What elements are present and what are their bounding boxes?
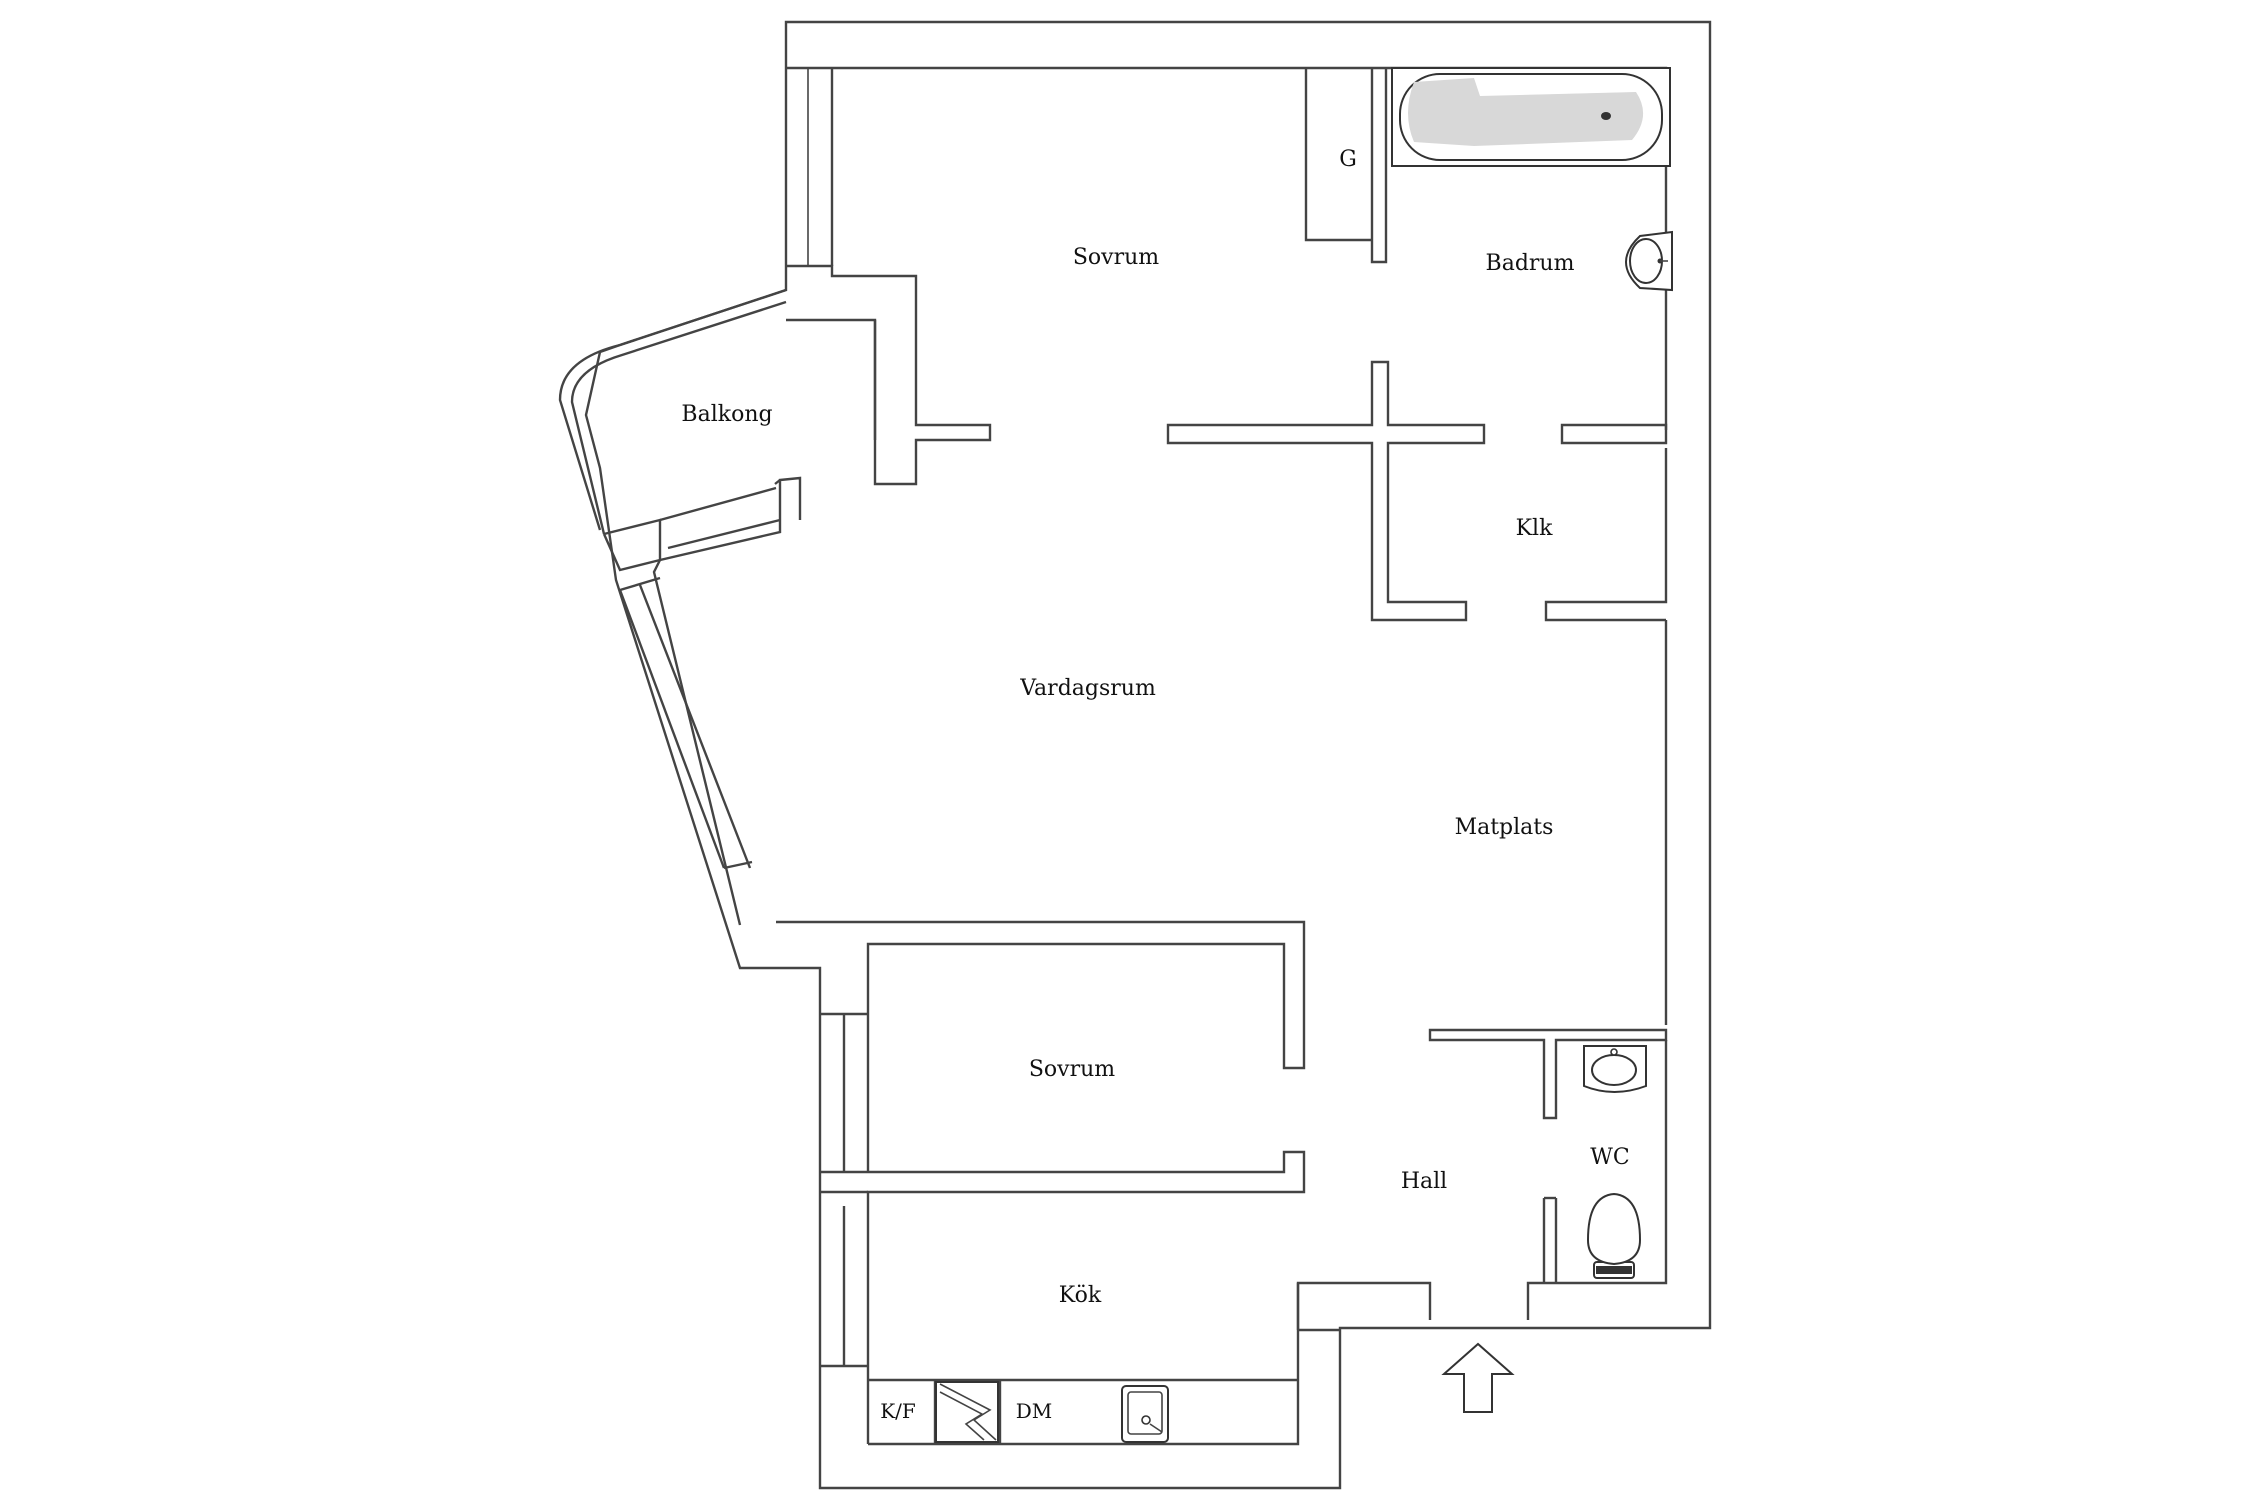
wc-washbasin-icon	[1583, 1045, 1647, 1093]
room-label-g: G	[1339, 147, 1357, 172]
room-label-klk: Klk	[1516, 516, 1553, 541]
room-label-matplats: Matplats	[1455, 815, 1554, 840]
room-labels: Sovrum G Badrum Balkong Klk Vardagsrum M…	[681, 147, 1629, 1423]
bathtub-icon	[1391, 67, 1671, 167]
top-bedroom-walls	[786, 66, 1388, 486]
room-label-kok: Kök	[1059, 1283, 1102, 1308]
entrance-arrow-icon	[1441, 1342, 1515, 1413]
interior-walls	[776, 360, 1668, 1382]
room-label-vardagsrum: Vardagsrum	[1019, 676, 1156, 701]
kitchen-label-kf: K/F	[880, 1399, 916, 1423]
room-label-sovrum-top: Sovrum	[1073, 245, 1159, 270]
washbasin-icon	[1625, 230, 1673, 292]
toilet-icon	[1586, 1192, 1642, 1279]
room-label-sovrum-bottom: Sovrum	[1029, 1057, 1115, 1082]
kitchen-counter	[933, 1380, 1002, 1444]
room-label-wc: WC	[1590, 1145, 1629, 1170]
balcony	[558, 288, 802, 926]
room-label-badrum: Badrum	[1486, 251, 1575, 276]
outer-walls	[584, 20, 1712, 1490]
room-label-balkong: Balkong	[681, 402, 772, 427]
kitchen-label-dm: DM	[1016, 1399, 1053, 1423]
sink-icon	[1121, 1385, 1169, 1443]
room-label-hall: Hall	[1401, 1169, 1447, 1194]
